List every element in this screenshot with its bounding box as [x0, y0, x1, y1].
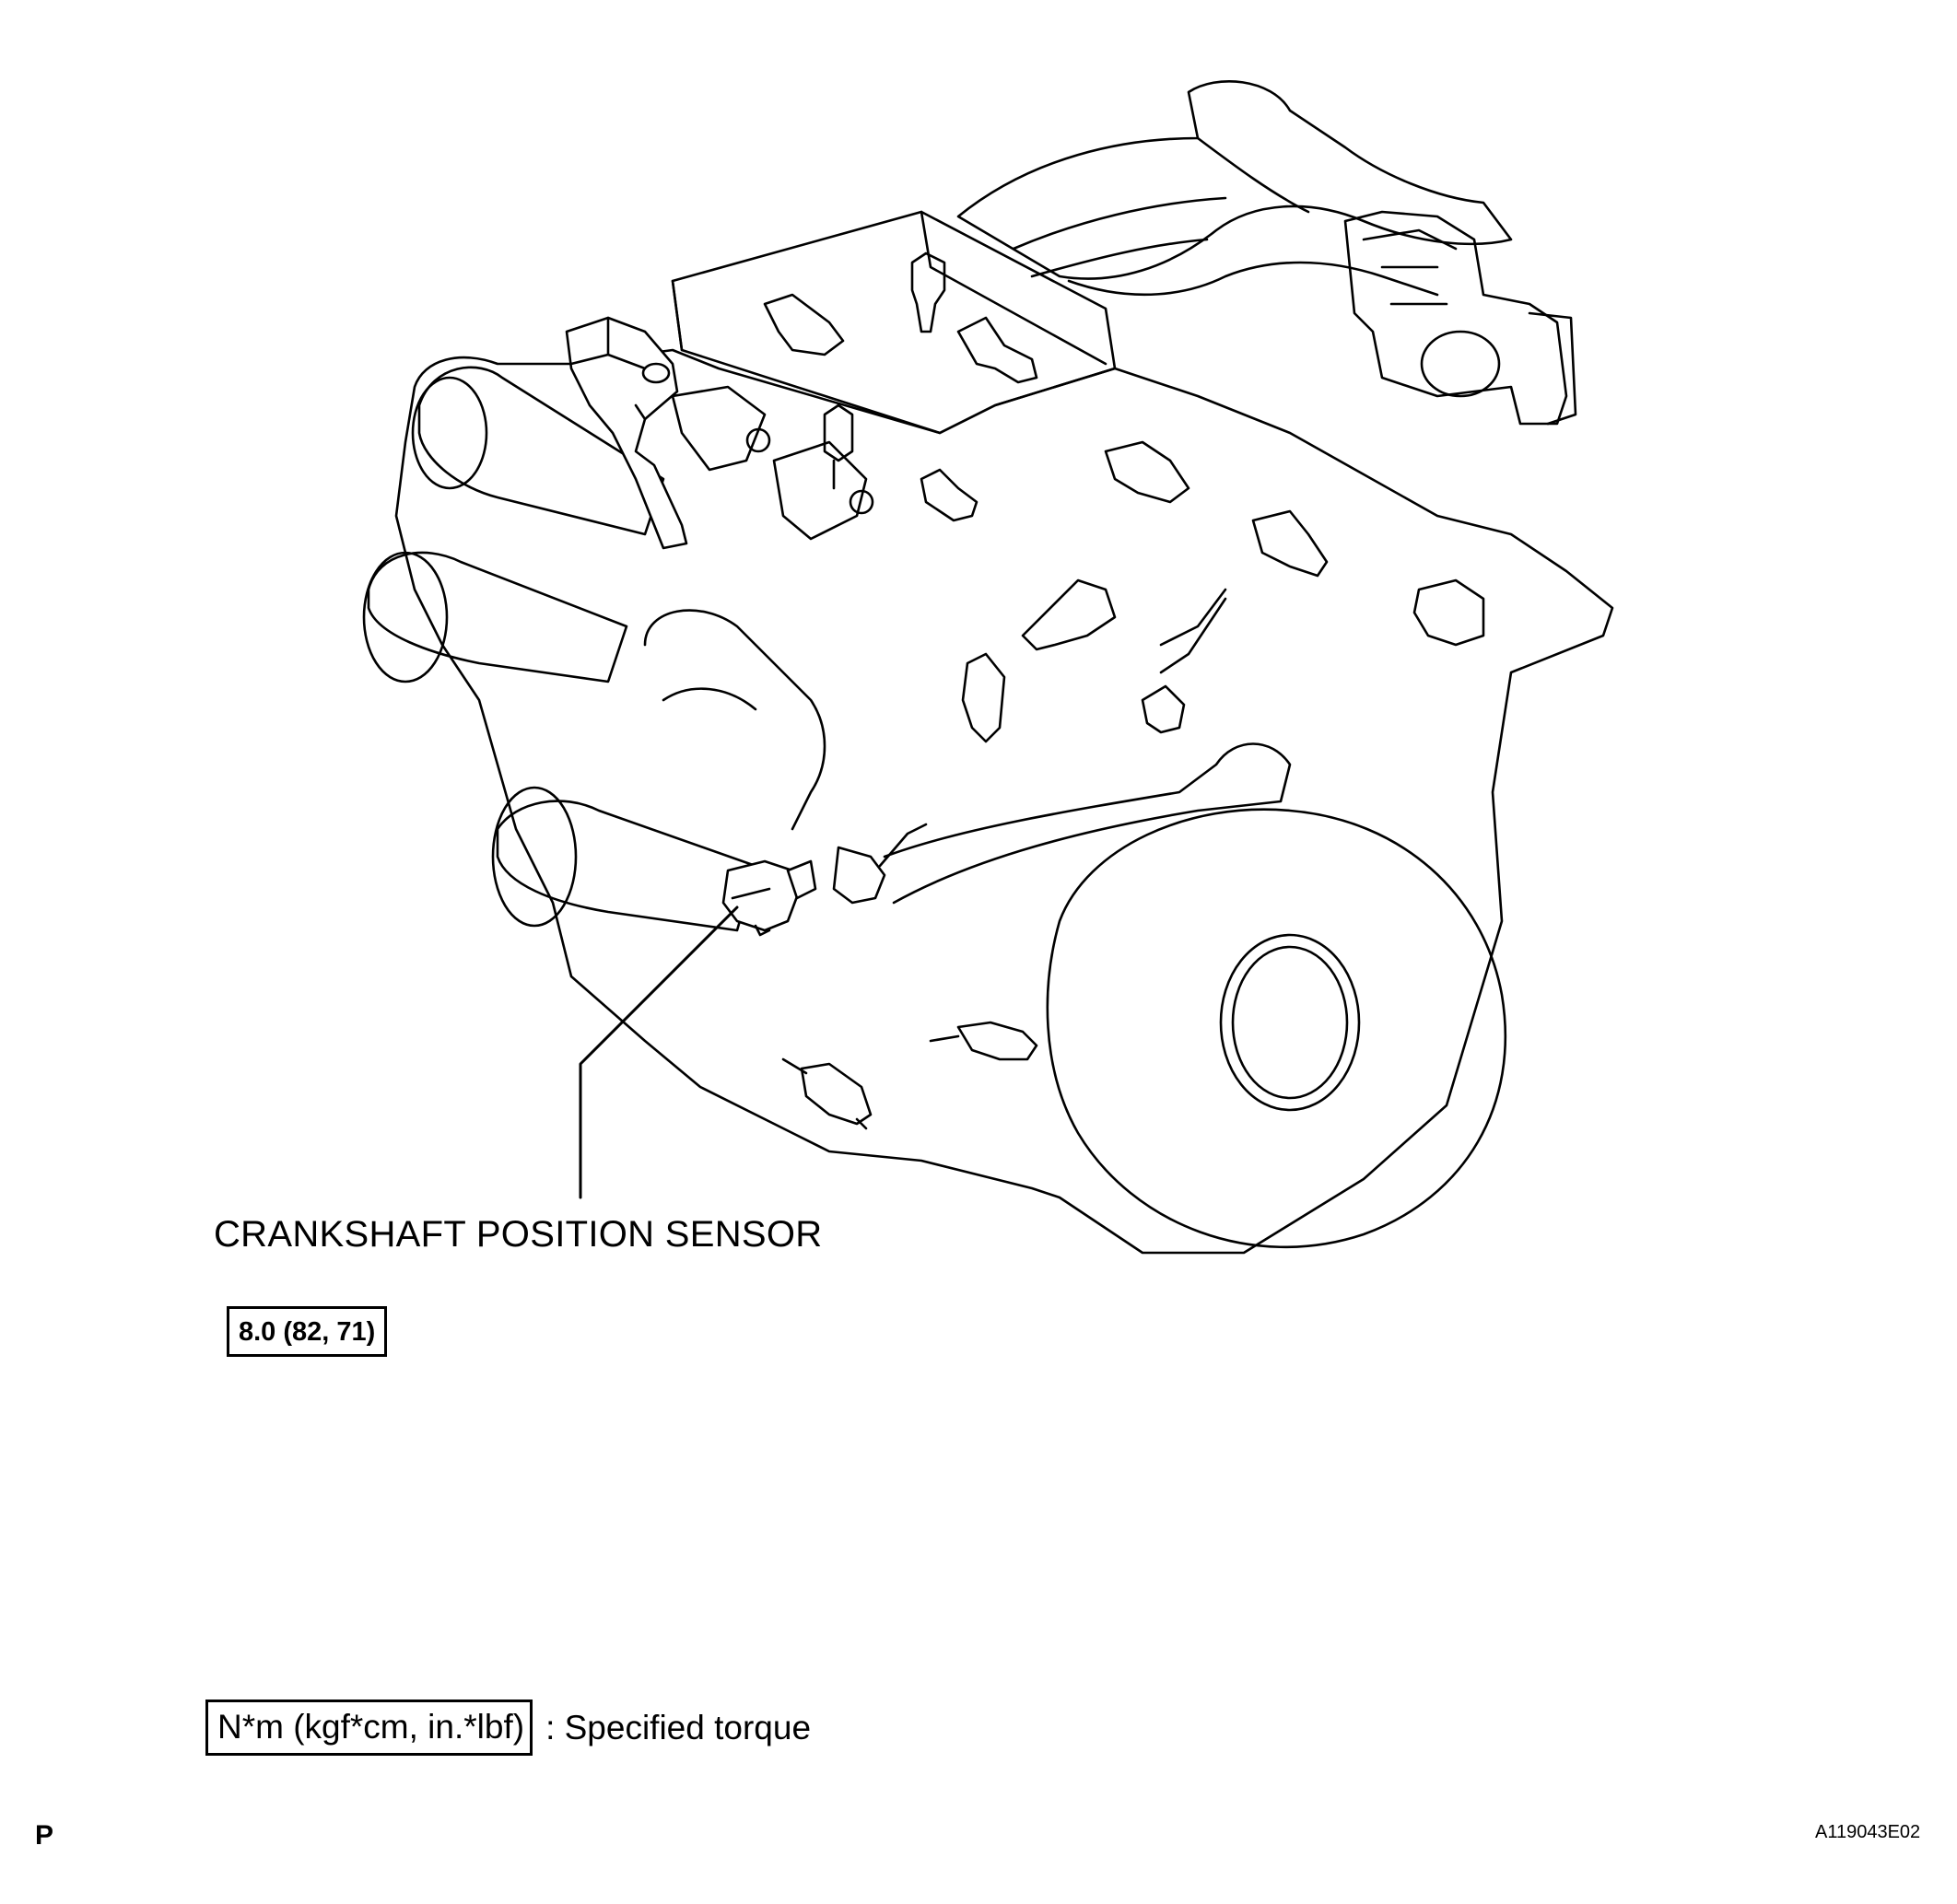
- crankshaft-position-sensor-label: CRANKSHAFT POSITION SENSOR: [214, 1214, 823, 1255]
- torque-legend: N*m (kgf*cm, in.*lbf) : Specified torque: [205, 1700, 811, 1756]
- section-letter: P: [35, 1820, 54, 1851]
- intake-manifold: [956, 80, 1513, 280]
- ignition-coil: [565, 316, 688, 550]
- torque-legend-text: : Specified torque: [545, 1708, 812, 1746]
- torque-unit-box: N*m (kgf*cm, in.*lbf): [205, 1700, 533, 1756]
- sensor-leader-line: [579, 905, 739, 1199]
- crankshaft-position-sensor: [721, 859, 817, 937]
- figure-id: A119043E02: [1815, 1822, 1921, 1842]
- flywheel-housing: [1046, 808, 1506, 1249]
- throttle-body: [1343, 210, 1577, 426]
- torque-value-box: 8.0 (82, 71): [227, 1306, 388, 1357]
- engine-block: [394, 348, 1614, 1255]
- cam-position-sensor: [671, 385, 874, 541]
